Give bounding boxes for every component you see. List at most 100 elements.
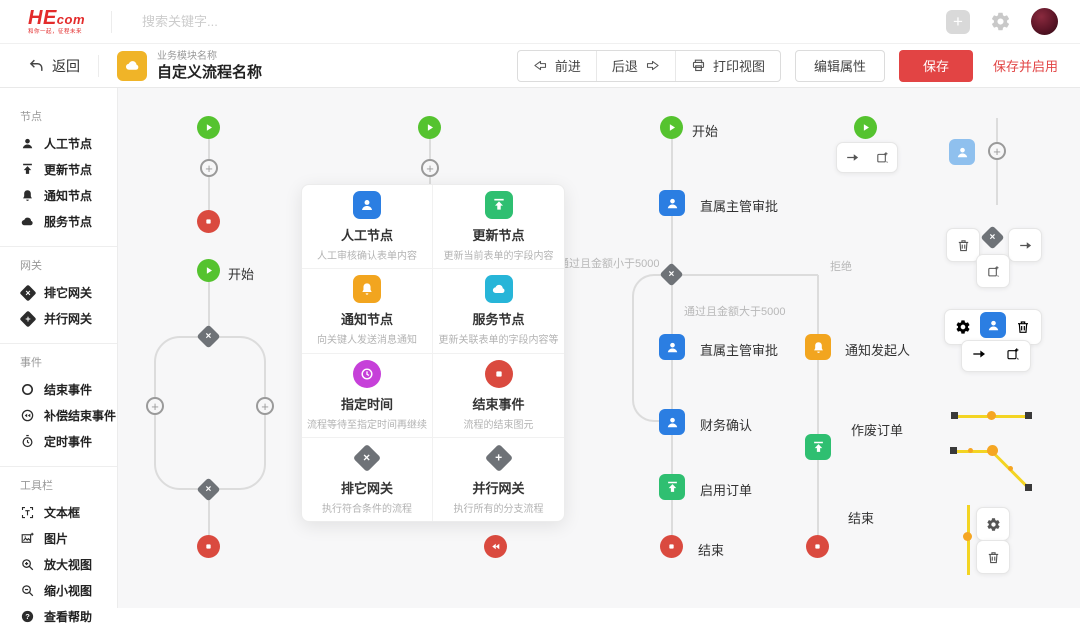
sidebar-item-user[interactable]: 人工节点: [20, 130, 117, 156]
connect-arrow-icon[interactable]: [1018, 238, 1033, 253]
end-event-node[interactable]: [806, 535, 829, 558]
diamond-x-icon: ×: [20, 285, 35, 300]
page-title: 自定义流程名称: [157, 65, 262, 80]
sidebar-item-help[interactable]: ?查看帮助: [20, 603, 117, 629]
flow-canvas[interactable]: + 开始 × + + × + 人工节点人工审核确认表单内容更新节点更新当前表单的…: [118, 88, 1080, 608]
flow-module-icon: [117, 51, 147, 81]
connect-arrow-icon[interactable]: [971, 346, 987, 362]
add-node-button[interactable]: +: [421, 159, 439, 177]
edge-point[interactable]: [968, 448, 973, 453]
sidebar-item-cloud[interactable]: 服务节点: [20, 208, 117, 234]
settings-gear-icon[interactable]: [990, 11, 1011, 32]
copy-icon[interactable]: [875, 150, 890, 165]
flow-edge: [817, 275, 819, 547]
update-node[interactable]: [659, 474, 685, 500]
edge-handle[interactable]: [950, 447, 957, 454]
sidebar-item-label: 补偿结束事件: [44, 407, 116, 424]
forward-button[interactable]: 前进: [518, 51, 596, 81]
search-input[interactable]: [142, 14, 362, 29]
palette-item-bell[interactable]: 通知节点向关键人发送消息通知: [302, 269, 433, 353]
sidebar-item-upload[interactable]: 更新节点: [20, 156, 117, 182]
end-event-node[interactable]: [660, 535, 683, 558]
user-task-node-selected[interactable]: [949, 139, 975, 165]
start-event-node[interactable]: [854, 116, 877, 139]
sidebar-item-zoom-out[interactable]: 缩小视图: [20, 577, 117, 603]
sidebar-item-textbox[interactable]: 文本框: [20, 499, 117, 525]
flow-edge: [996, 118, 998, 205]
edge-midpoint[interactable]: [987, 445, 998, 456]
sidebar-item-end-circle[interactable]: 结束事件: [20, 376, 117, 402]
sidebar-item-zoom-in[interactable]: 放大视图: [20, 551, 117, 577]
palette-item-title: 指定时间: [341, 394, 393, 413]
sidebar-item-diamond-plus[interactable]: +并行网关: [20, 305, 117, 331]
avatar[interactable]: [1031, 8, 1058, 35]
exclusive-gateway-node[interactable]: ×: [980, 225, 1004, 249]
start-event-node[interactable]: [197, 116, 220, 139]
gear-icon[interactable]: [986, 517, 1001, 532]
palette-item-upload[interactable]: 更新节点更新当前表单的字段内容: [433, 185, 564, 269]
sidebar-item-rewind-circle[interactable]: 补偿结束事件: [20, 402, 117, 428]
trash-icon[interactable]: [986, 550, 1001, 565]
add-node-button[interactable]: +: [988, 142, 1006, 160]
start-event-node[interactable]: [660, 116, 683, 139]
copy-icon[interactable]: [986, 264, 1001, 279]
add-node-button[interactable]: +: [146, 397, 164, 415]
notify-node[interactable]: [805, 334, 831, 360]
palette-item-clock[interactable]: 指定时间流程等待至指定时间再继续: [302, 354, 433, 438]
palette-item-diamond-plus[interactable]: +并行网关执行所有的分支流程: [433, 438, 564, 521]
trash-icon[interactable]: [1015, 319, 1031, 335]
start-event-node[interactable]: [418, 116, 441, 139]
help-icon: ?: [20, 609, 35, 624]
user-task-node[interactable]: [980, 312, 1006, 338]
print-view-button[interactable]: 打印视图: [675, 51, 780, 81]
trash-icon[interactable]: [956, 238, 971, 253]
user-icon: [665, 415, 680, 430]
header-divider: [111, 11, 112, 33]
back-label: 返回: [52, 56, 80, 76]
palette-item-diamond-x[interactable]: ×排它网关执行符合条件的流程: [302, 438, 433, 521]
palette-item-cloud[interactable]: 服务节点更新关联表单的字段内容等: [433, 269, 564, 353]
compensation-end-node[interactable]: [484, 535, 507, 558]
sidebar-item-label: 服务节点: [44, 213, 92, 230]
edit-properties-button[interactable]: 编辑属性: [795, 50, 885, 82]
sidebar-item-label: 定时事件: [44, 433, 92, 450]
node-label: 通知发起人: [845, 340, 910, 359]
node-palette-popup: 人工节点人工审核确认表单内容更新节点更新当前表单的字段内容通知节点向关键人发送消…: [301, 184, 565, 522]
edge-midpoint[interactable]: [987, 411, 996, 420]
zoom-out-icon: [20, 583, 35, 598]
end-event-node[interactable]: [197, 210, 220, 233]
textbox-icon: [20, 505, 35, 520]
forward-label: 前进: [555, 56, 581, 75]
sidebar-item-clock-o[interactable]: 定时事件: [20, 428, 117, 454]
add-node-button[interactable]: +: [256, 397, 274, 415]
start-event-node[interactable]: [197, 259, 220, 282]
add-node-button[interactable]: +: [200, 159, 218, 177]
palette-item-desc: 流程的结束图元: [464, 416, 534, 431]
sidebar-section-title: 网关: [20, 257, 117, 273]
edge-handle[interactable]: [1025, 484, 1032, 491]
back-button[interactable]: 返回: [28, 56, 80, 76]
user-task-node[interactable]: [659, 409, 685, 435]
edge-handle[interactable]: [1025, 412, 1032, 419]
add-button[interactable]: +: [946, 10, 970, 34]
save-button[interactable]: 保存: [899, 50, 973, 82]
play-icon: [859, 121, 872, 134]
sidebar-item-bell[interactable]: 通知节点: [20, 182, 117, 208]
backward-button[interactable]: 后退: [596, 51, 675, 81]
sidebar-item-diamond-x[interactable]: ×排它网关: [20, 279, 117, 305]
sidebar-item-image[interactable]: 图片: [20, 525, 117, 551]
update-node[interactable]: [805, 434, 831, 460]
edge-handle[interactable]: [951, 412, 958, 419]
end-event-node[interactable]: [197, 535, 220, 558]
save-and-enable-link[interactable]: 保存并启用: [993, 56, 1058, 75]
palette-item-user[interactable]: 人工节点人工审核确认表单内容: [302, 185, 433, 269]
copy-icon[interactable]: [1005, 346, 1021, 362]
edge-midpoint[interactable]: [963, 532, 972, 541]
user-task-node[interactable]: [659, 190, 685, 216]
edge-point[interactable]: [1008, 466, 1013, 471]
palette-item-stop[interactable]: 结束事件流程的结束图元: [433, 354, 564, 438]
user-task-node[interactable]: [659, 334, 685, 360]
connect-arrow-icon[interactable]: [845, 150, 860, 165]
gear-icon[interactable]: [955, 319, 971, 335]
palette-item-desc: 更新关联表单的字段内容等: [439, 331, 559, 346]
